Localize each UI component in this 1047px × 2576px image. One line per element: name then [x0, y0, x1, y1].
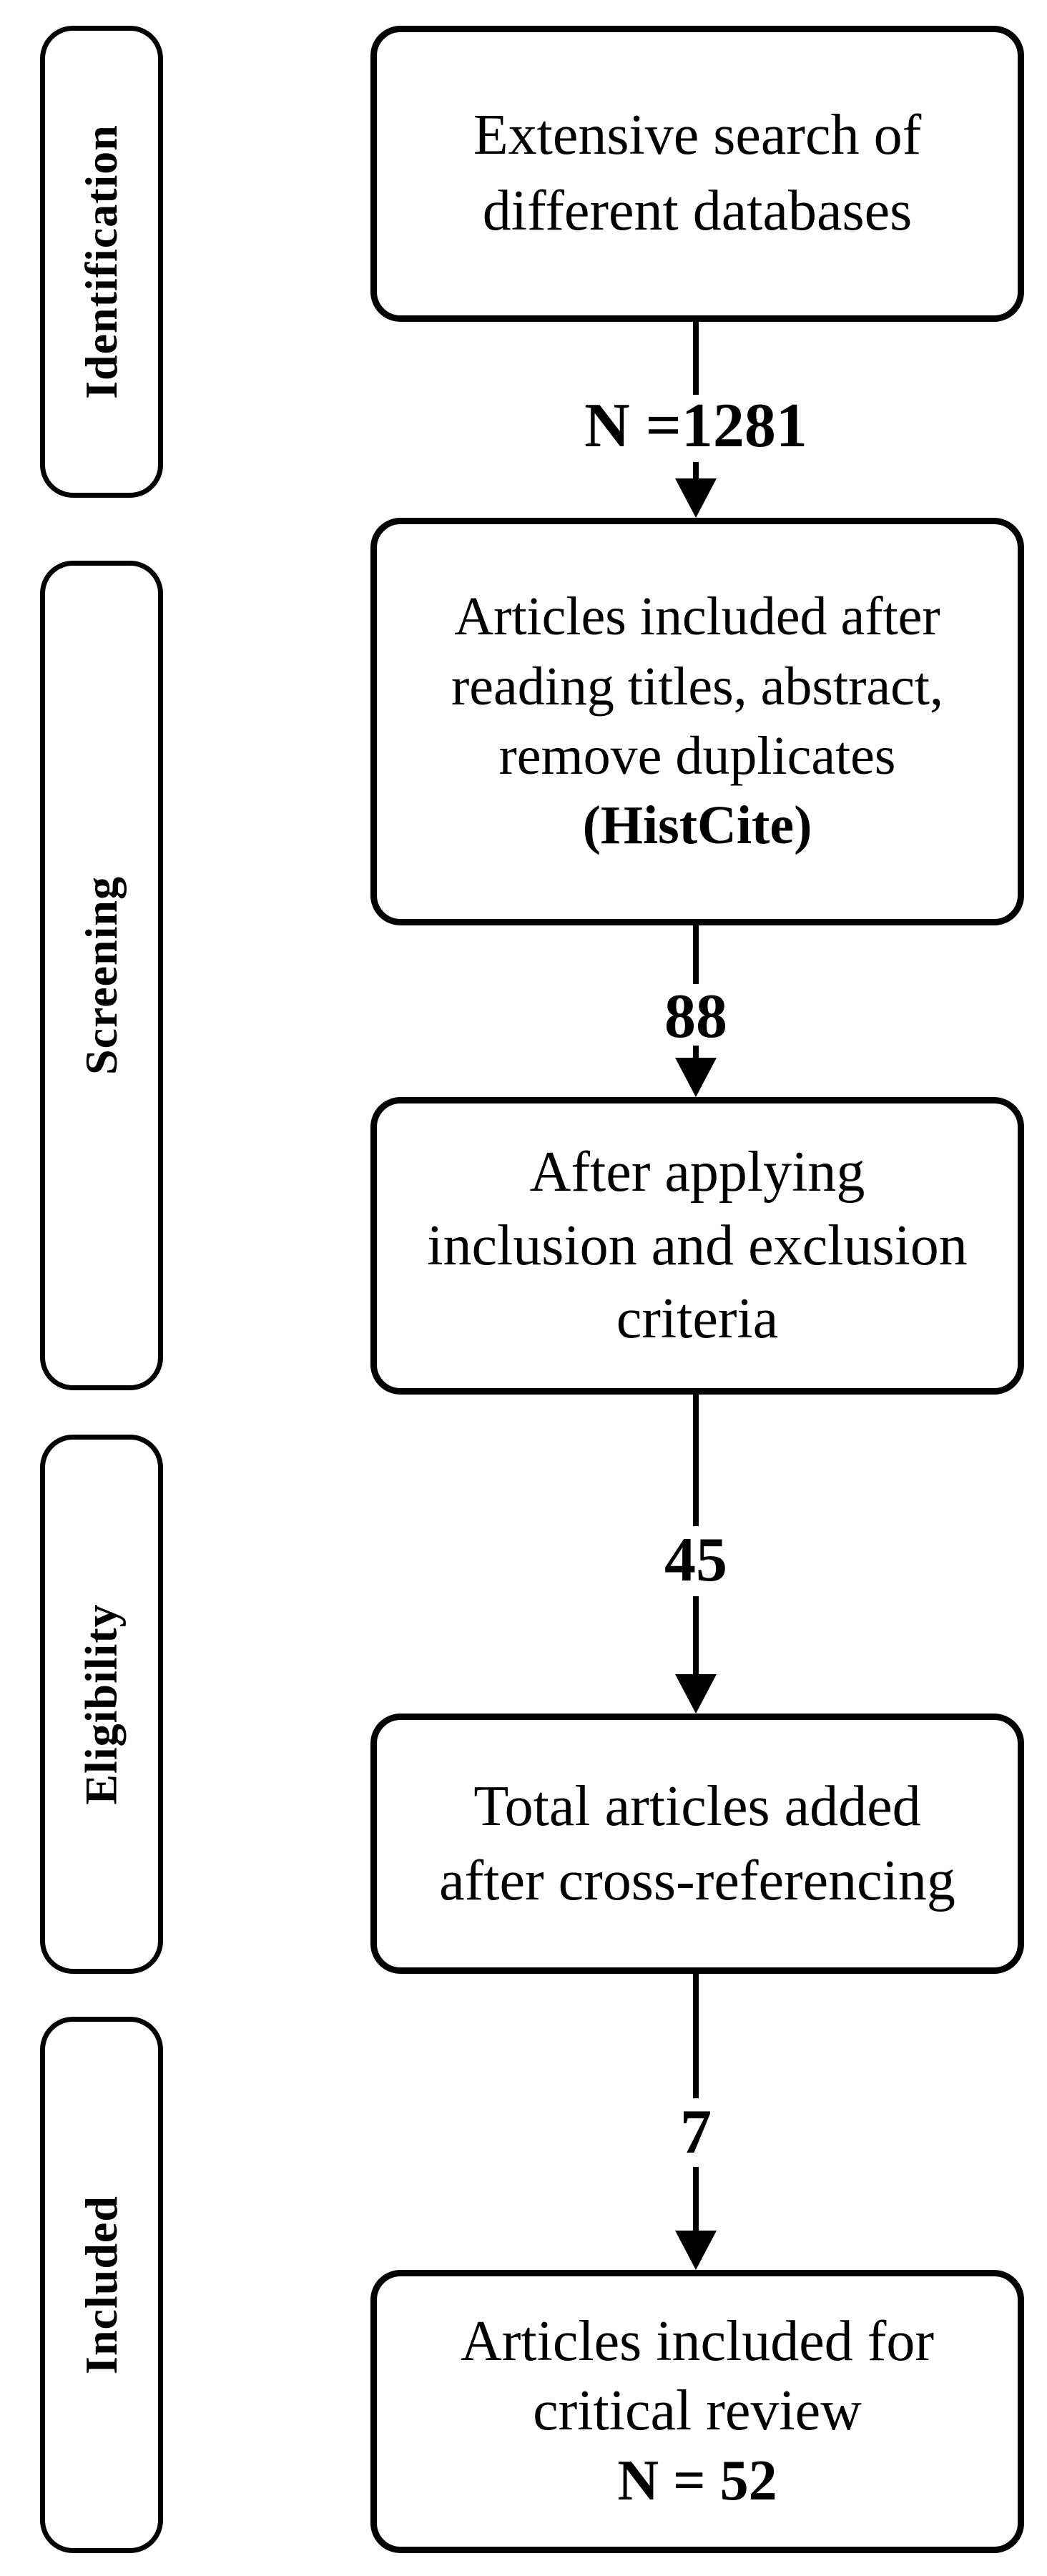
stage-label-eligibility: Eligibility [76, 1603, 127, 1805]
stage-label-identification: Identification [76, 124, 127, 399]
arrow-shaft [693, 462, 699, 482]
stage-box-eligibility: Eligibility [40, 1435, 163, 1974]
flow-box-text-line: inclusion and exclusion [427, 1214, 968, 1277]
arrowhead-down-icon [675, 1674, 717, 1714]
flow-box-text-line: reading titles, abstract, [451, 656, 943, 717]
arrow-shaft [693, 1974, 699, 2098]
flow-box-text-line: criteria [616, 1287, 779, 1351]
flow-box-text-line: Articles included after [454, 586, 940, 647]
flow-box-bold-line: (HistCite) [582, 795, 812, 856]
stage-box-identification: Identification [40, 26, 163, 498]
arrow-count-label: 88 [660, 985, 732, 1048]
stage-box-included: Included [40, 2017, 163, 2553]
flow-box-text-line: Total articles added [473, 1775, 921, 1838]
arrow-shaft [693, 925, 699, 984]
flow-box-articles-included-screening: Articles included after reading titles, … [370, 518, 1024, 925]
arrow-count-label: 45 [660, 1529, 732, 1592]
arrowhead-down-icon [675, 1058, 717, 1097]
flow-box-text-line: after cross-referencing [439, 1849, 955, 1912]
arrow-count-label: N =1281 [580, 395, 812, 458]
arrow-shaft [693, 322, 699, 398]
arrow-count-label: 7 [676, 2101, 716, 2164]
arrowhead-down-icon [675, 2231, 717, 2270]
stage-box-screening: Screening [40, 561, 163, 1390]
arrow-shaft [693, 1596, 699, 1678]
flow-box-text-line: remove duplicates [498, 726, 896, 786]
flow-box-critical-review: Articles included for critical review N … [370, 2270, 1024, 2553]
flow-box-bold-line: N = 52 [617, 2449, 777, 2512]
flow-box-text-line: different databases [482, 180, 913, 242]
arrow-shaft [693, 1395, 699, 1526]
flow-box-text-line: After applying [529, 1141, 865, 1204]
flow-box-inclusion-exclusion-criteria: After applying inclusion and exclusion c… [370, 1097, 1024, 1395]
flow-box-extensive-search: Extensive search of different databases [370, 26, 1024, 322]
stage-label-included: Included [76, 2196, 127, 2374]
arrow-shaft [693, 2167, 699, 2234]
arrow-shaft [693, 1046, 699, 1061]
flow-box-text-line: Articles included for [461, 2309, 934, 2373]
flow-box-text-line: Extensive search of [473, 104, 922, 167]
flow-box-text-line: critical review [533, 2379, 862, 2443]
stage-label-screening: Screening [76, 875, 127, 1076]
arrowhead-down-icon [675, 478, 717, 518]
flow-box-cross-referencing: Total articles added after cross-referen… [370, 1714, 1024, 1974]
